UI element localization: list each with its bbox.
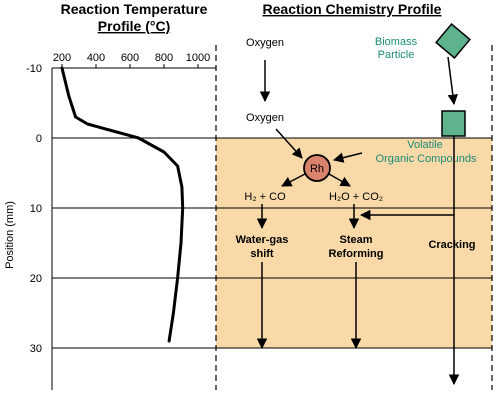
rh-label: Rh — [310, 163, 324, 175]
syngas-label: H₂ + CO — [244, 191, 286, 203]
x-tick-marks — [61, 64, 199, 68]
oxygen-top-label: Oxygen — [246, 37, 284, 49]
wgs-label-line2: shift — [250, 248, 274, 260]
steam-label-line1: Steam — [339, 234, 372, 246]
x-tick-label: 400 — [87, 52, 105, 64]
x-tick-label: 800 — [155, 52, 173, 64]
y-axis-label: Position (mm) — [4, 201, 16, 269]
temp-title-line2: Profile (°C) — [98, 18, 171, 34]
rh-catalyst — [303, 154, 331, 182]
oxygen-to-rh-arrow — [275, 128, 303, 159]
y-tick-label: 20 — [30, 273, 42, 285]
position-gridlines — [52, 137, 492, 349]
y-tick-label: -10 — [26, 63, 42, 75]
particle-fall-arrow — [447, 56, 459, 106]
wgs-label-line1: Water-gas — [236, 234, 289, 246]
particle-on-catalyst-icon — [441, 110, 466, 137]
volatile-label-line2: Organic Compounds — [376, 153, 477, 165]
steam-label-line2: Reforming — [329, 248, 384, 260]
cracking-label: Cracking — [428, 239, 475, 251]
voc-to-rh-arrow — [332, 152, 363, 163]
oxygen-mid-label: Oxygen — [246, 112, 284, 124]
biomass-particle-icon — [435, 23, 471, 59]
temp-title-line1: Reaction Temperature — [61, 1, 208, 17]
chem-title: Reaction Chemistry Profile — [263, 1, 442, 17]
volatile-label-line1: Volatile — [407, 139, 442, 151]
y-tick-label: 0 — [36, 133, 42, 145]
rh-to-steam-arrow — [328, 173, 351, 187]
biomass-label-line1: Biomass — [375, 36, 418, 48]
rh-to-syngas-arrow — [281, 173, 306, 187]
temperature-profile-line — [60, 66, 185, 343]
biomass-label-line2: Particle — [378, 49, 415, 61]
x-tick-label: 200 — [53, 52, 71, 64]
steam-co2-label: H₂O + CO₂ — [329, 191, 383, 203]
y-tick-label: 30 — [30, 343, 42, 355]
x-tick-label: 1000 — [186, 52, 210, 64]
y-tick-label: 10 — [30, 203, 42, 215]
x-tick-label: 600 — [121, 52, 139, 64]
